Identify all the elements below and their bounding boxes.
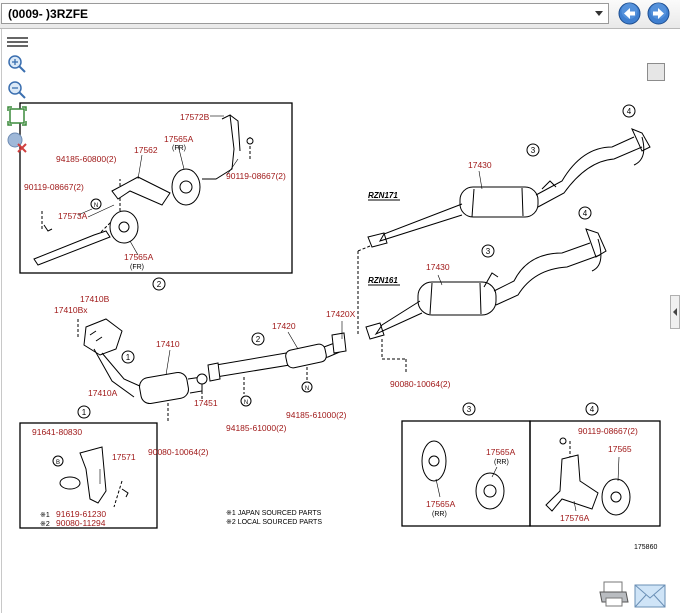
diagram-viewer[interactable]: 17572B 17565A (FR) 94185-60800(2) 17562 … [1,29,670,613]
print-icon[interactable] [598,580,630,608]
reference-number: 175860 [634,544,657,551]
side-panel-handle[interactable] [670,295,680,329]
menu-icon[interactable] [6,33,28,55]
part-17572B: 17572B [180,112,210,122]
part-17430-a: 17430 [468,160,492,170]
part-17430-b: 17430 [426,262,450,272]
callout-4c: 4 [590,405,595,414]
arrow-right-icon[interactable] [647,2,670,25]
part-17573A: 17573A [58,211,88,221]
part-94185-61000-a: 94185-61000(2) [226,423,287,433]
zoom-in-icon[interactable] [6,53,28,75]
mark-n-2: N [244,400,248,406]
model-select-value: (0009- )3RZFE [8,7,89,21]
detail-box-3 [401,420,531,527]
box3-parts [421,440,505,510]
note-local: ※2 LOCAL SOURCED PARTS [226,519,322,526]
part-17410B: 17410B [80,294,110,304]
arrow-left-icon[interactable] [618,2,641,25]
part-90080-10064-b: 90080-10064(2) [390,379,451,389]
fit-icon[interactable] [6,105,28,127]
exhaust-parts-diagram: 17572B 17565A (FR) 94185-60800(2) 17562 … [19,102,661,551]
tool-strip [2,33,32,163]
callout-3c: 3 [467,405,472,414]
part-17420X: 17420X [326,309,356,319]
part-17410A: 17410A [88,388,118,398]
box1-parts [59,446,129,504]
model-label-rzn171: RZN171 [368,191,398,200]
part-90119-08667-a: 90119-08667(2) [24,182,84,192]
part-17565A-fr: 17565A [164,134,194,144]
part-91619-61230: 91619-61230 [56,509,106,519]
part-17410Bx: 17410Bx [54,305,88,315]
part-17576A: 17576A [560,513,590,523]
part-90080-11294: 90080-11294 [56,518,106,528]
box2-parts [33,114,254,266]
callout-1b: 1 [82,408,87,417]
pan-handle[interactable] [647,63,665,81]
part-17420: 17420 [272,321,296,331]
part-17565A-fr2: 17565A [124,252,154,262]
part-17565: 17565 [608,444,632,454]
callout-1a: 1 [126,353,131,362]
sub-label-rr2: (RR) [432,511,447,518]
detail-box-2 [19,102,293,274]
top-toolbar: (0009- )3RZFE [0,0,680,29]
sub-label-fr1: (FR) [172,145,186,152]
center-exhaust-pipe [207,332,347,382]
mark-b: B [56,460,60,466]
sub-label-fr2: (FR) [130,264,144,271]
part-17451: 17451 [194,398,218,408]
tail-muffler-lower [365,228,607,340]
mark-star2: ※2 [40,521,50,528]
callout-4a: 4 [627,107,632,116]
part-94185-60800: 94185-60800(2) [56,154,117,164]
callout-4b: 4 [583,209,588,218]
chevron-down-icon [595,11,603,16]
mark-n-1: N [94,203,98,209]
callout-3b: 3 [486,247,491,256]
tail-muffler-upper [367,128,651,248]
box4-parts [545,437,631,516]
part-17562: 17562 [134,145,158,155]
callout-2b: 2 [256,335,261,344]
mark-n-3: N [305,386,309,392]
part-17571: 17571 [112,452,136,462]
part-94185-61000-b: 94185-61000(2) [286,410,347,420]
part-90080-10064-a: 90080-10064(2) [148,447,209,457]
note-japan: ※1 JAPAN SOURCED PARTS [226,510,322,517]
sub-label-rr1: (RR) [494,459,509,466]
front-converter [83,318,208,405]
part-17410: 17410 [156,339,180,349]
part-91641-80830: 91641-80830 [32,427,82,437]
zoom-out-icon[interactable] [6,79,28,101]
part-90119-08667-b: 90119-08667(2) [226,171,286,181]
callout-3a: 3 [531,146,536,155]
model-label-rzn161: RZN161 [368,276,398,285]
model-select[interactable]: (0009- )3RZFE [1,3,609,24]
part-90119-08667-c: 90119-08667(2) [578,426,638,436]
email-icon[interactable] [634,584,666,608]
detail-box-1 [19,422,158,529]
chevron-left-icon [673,308,677,316]
part-17565A-rr: 17565A [486,447,516,457]
detail-box-4 [529,420,661,527]
callout-2a: 2 [157,280,162,289]
clear-icon[interactable] [6,131,28,153]
mark-star1: ※1 [40,512,50,519]
part-17565A-rr2: 17565A [426,499,456,509]
